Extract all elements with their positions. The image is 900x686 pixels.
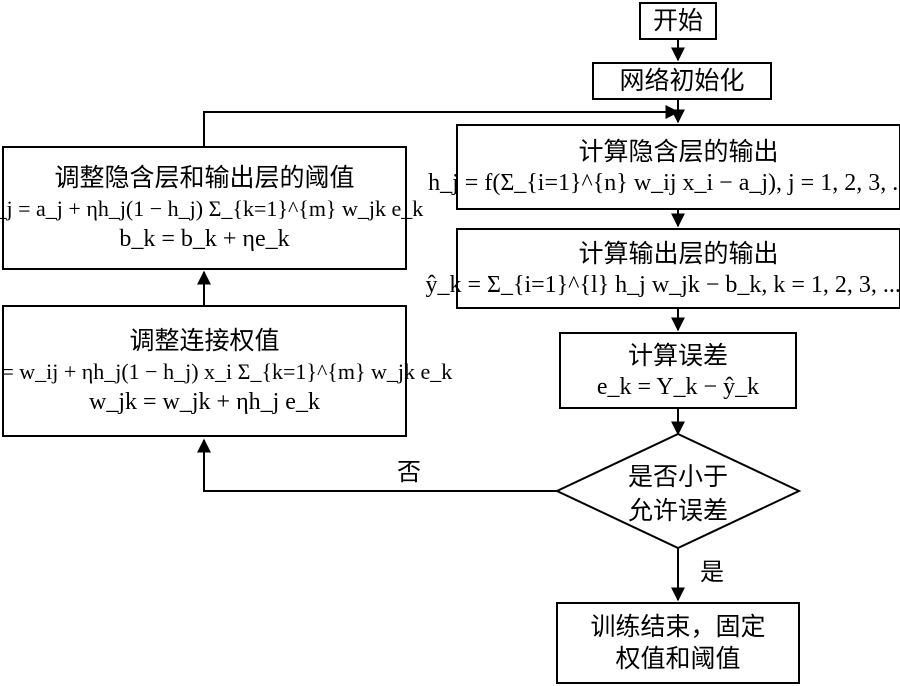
start-box: 开始 <box>639 2 717 40</box>
decision-line2: 允许误差 <box>627 496 728 525</box>
adjust-weights-formula2: w_jk = w_jk + ηh_j e_k <box>89 389 320 415</box>
end-box: 训练结束，固定 权值和阈值 <box>556 602 800 684</box>
hidden-output-formula: h_j = f(Σ_{i=1}^{n} w_ij x_i − a_j), j =… <box>428 170 900 196</box>
adjust-weights-box: 调整连接权值 w_ij = w_ij + ηh_j(1 − h_j) x_i Σ… <box>0 305 452 437</box>
init-label: 网络初始化 <box>619 66 745 95</box>
adjust-thresholds-formula1: a_j = a_j + ηh_j(1 − h_j) Σ_{k=1}^{m} w_… <box>0 196 424 221</box>
decision-diamond <box>554 432 802 550</box>
adjust-thresholds-formula2: b_k = b_k + ηe_k <box>119 226 290 252</box>
adjust-weights-formula1: w_ij = w_ij + ηh_j(1 − h_j) x_i Σ_{k=1}^… <box>0 359 453 384</box>
output-layer-box: 计算输出层的输出 ŷ_k = Σ_{i=1}^{l} h_j w_jk − b_… <box>425 228 900 309</box>
hidden-output-title: 计算隐含层的输出 <box>578 137 779 166</box>
hidden-output-box: 计算隐含层的输出 h_j = f(Σ_{i=1}^{n} w_ij x_i − … <box>428 124 900 210</box>
decision-text: 是否小于 允许误差 <box>557 440 799 548</box>
end-line2: 权值和阈值 <box>615 644 741 673</box>
adjust-weights-title: 调整连接权值 <box>129 326 280 355</box>
end-line1: 训练结束，固定 <box>590 612 766 641</box>
error-box: 计算误差 e_k = Y_k − ŷ_k <box>559 332 797 409</box>
output-layer-formula: ŷ_k = Σ_{i=1}^{l} h_j w_jk − b_k, k = 1,… <box>425 271 900 298</box>
init-box: 网络初始化 <box>592 62 772 100</box>
error-title: 计算误差 <box>627 340 728 370</box>
label-yes: 是 <box>700 558 724 586</box>
label-no: 否 <box>397 458 421 486</box>
arrow-thresholds-to-hidden <box>203 105 680 146</box>
output-layer-title: 计算输出层的输出 <box>578 238 779 268</box>
start-label: 开始 <box>652 6 703 35</box>
adjust-thresholds-box: 调整隐含层和输出层的阈值 a_j = a_j + ηh_j(1 − h_j) Σ… <box>0 146 423 270</box>
adjust-thresholds-title: 调整隐含层和输出层的阈值 <box>54 163 355 192</box>
decision-line1: 是否小于 <box>627 462 728 491</box>
arrow-decision-to-adjust-weights <box>197 438 557 492</box>
error-formula: e_k = Y_k − ŷ_k <box>596 373 760 400</box>
